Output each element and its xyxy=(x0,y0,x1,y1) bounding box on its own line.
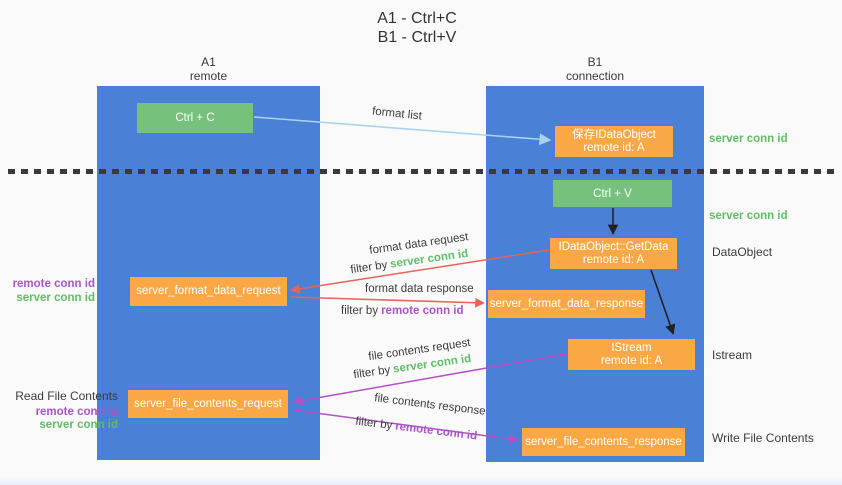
read-file-contents-annotation: Read File Contents xyxy=(15,389,118,403)
title-line-1: A1 - Ctrl+C xyxy=(377,10,457,27)
title-line-2: B1 - Ctrl+V xyxy=(377,29,457,46)
lane-b1-role: connection xyxy=(565,69,625,83)
format-list-arrow xyxy=(253,116,552,146)
format-response-label: server_format_data_response xyxy=(489,297,644,310)
lane-a1-role: remote xyxy=(189,69,228,83)
save-idataobject-node: 保存IDataObject remote id: A xyxy=(555,126,673,157)
file-response-label: server_file_contents_response xyxy=(525,435,682,448)
lane-a1-name: A1 xyxy=(201,55,216,69)
save-idataobject-line2: remote id: A xyxy=(583,141,645,154)
write-file-contents-annotation: Write File Contents xyxy=(712,431,814,445)
server-conn-id-label-2: server conn id xyxy=(39,419,118,431)
server-format-data-response-node: server_format_data_response xyxy=(488,290,645,318)
remote-conn-id-label-1: remote conn id xyxy=(12,278,95,290)
server-conn-id-top-annotation: server conn id xyxy=(709,133,788,145)
diagram-title: A1 - Ctrl+C B1 - Ctrl+V xyxy=(352,9,482,47)
remote-conn-id-label-2: remote conn id xyxy=(35,405,118,418)
server-format-data-request-node: server_format_data_request xyxy=(130,277,287,306)
ctrl-v-node: Ctrl + V xyxy=(553,180,672,207)
filter-by-prefix-2: filter by xyxy=(341,305,379,317)
save-idataobject-line1: 保存IDataObject xyxy=(572,128,656,141)
format-request-label: server_format_data_request xyxy=(136,285,281,297)
left-conn-ids-1: remote conn id server conn id xyxy=(6,278,95,305)
server-conn-id-mid-annotation: server conn id xyxy=(709,210,788,222)
server-conn-id-label-1: server conn id xyxy=(16,291,95,304)
istream-node: IStream remote id: A xyxy=(568,339,695,370)
idataobject-getdata-node: IDataObject::GetData remote id: A xyxy=(550,238,677,269)
server-file-contents-request-node: server_file_contents_request xyxy=(128,390,288,418)
istream-annotation: Istream xyxy=(712,348,753,362)
copy-paste-divider-dotted-line xyxy=(8,169,836,174)
ctrl-c-label: Ctrl + C xyxy=(175,112,215,124)
format-data-response-arrow xyxy=(290,296,485,308)
lane-header-b1: B1 connection xyxy=(486,55,704,83)
lane-header-a1: A1 remote xyxy=(97,55,320,83)
bottom-fade xyxy=(0,478,842,485)
ctrl-v-label: Ctrl + V xyxy=(593,187,632,200)
file-contents-request-arrow xyxy=(292,353,567,406)
istream-line2: remote id: A xyxy=(600,354,663,367)
server-file-contents-response-node: server_file_contents_response xyxy=(522,428,685,456)
format-data-request-arrow xyxy=(290,249,550,294)
file-request-label: server_file_contents_request xyxy=(134,397,282,410)
getdata-line2: remote id: A xyxy=(582,253,645,266)
getdata-line1: IDataObject::GetData xyxy=(558,240,669,253)
dataobject-annotation: DataObject xyxy=(712,245,773,259)
filter-key-remote-conn-id-2: remote conn id xyxy=(381,305,464,317)
getdata-to-istream-arrow xyxy=(650,269,676,335)
file-contents-response-arrow xyxy=(292,409,519,444)
lane-b1-name: B1 xyxy=(587,55,603,69)
ctrl-c-node: Ctrl + C xyxy=(137,103,253,133)
istream-line1: IStream xyxy=(611,341,652,354)
left-conn-ids-2: Read File Contents remote conn id server… xyxy=(2,389,118,433)
format-data-response-label: format data response xyxy=(365,283,474,295)
